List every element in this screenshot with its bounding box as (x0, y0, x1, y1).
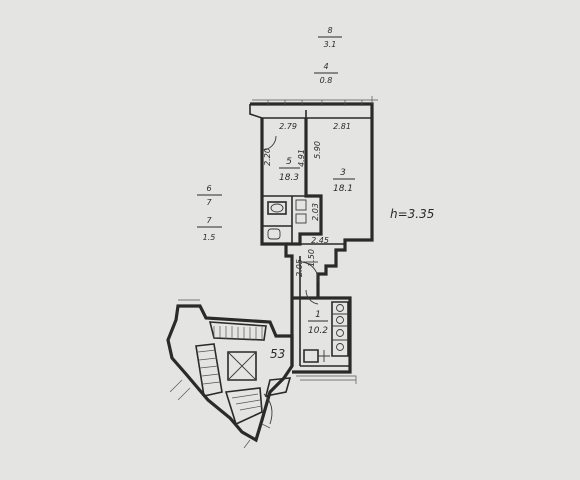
door-swings (261, 135, 319, 305)
svg-text:0.8: 0.8 (320, 76, 333, 85)
ceiling-height: h=3.35 (390, 207, 434, 221)
room-1-label: 1 10.2 (308, 310, 328, 336)
svg-text:5: 5 (286, 157, 292, 167)
svg-text:10.2: 10.2 (308, 326, 328, 336)
svg-text:1: 1 (315, 310, 321, 320)
interior-partitions (262, 110, 372, 246)
kitchen-block (292, 256, 357, 384)
room-5-label: 5 18.3 (279, 157, 300, 183)
svg-text:8: 8 (327, 26, 332, 35)
svg-text:3.1: 3.1 (324, 40, 337, 49)
room-3-label: 3 18.1 (333, 168, 355, 194)
label-7: 7 1.5 (197, 216, 222, 242)
svg-text:2.45: 2.45 (311, 236, 329, 245)
svg-text:6: 6 (206, 184, 211, 193)
svg-text:18.3: 18.3 (279, 173, 299, 183)
svg-text:2.05: 2.05 (295, 259, 304, 277)
svg-text:3: 3 (340, 168, 346, 178)
svg-text:7: 7 (206, 216, 212, 225)
svg-text:18.1: 18.1 (333, 184, 353, 194)
svg-text:2.03: 2.03 (311, 203, 320, 221)
entrance-number: 53 (270, 347, 285, 361)
svg-text:2.20: 2.20 (263, 148, 272, 166)
bathroom-fixtures (267, 199, 307, 240)
svg-text:7: 7 (206, 198, 212, 207)
svg-text:2.79: 2.79 (279, 122, 297, 131)
label-4: 4 0.8 (314, 62, 338, 85)
label-8: 8 3.1 (318, 26, 342, 49)
svg-text:4: 4 (323, 62, 328, 71)
dimension-labels: 2.79 2.81 4.91 5.90 2.20 2.03 2.45 2.05 … (263, 122, 351, 277)
upper-block-walls (249, 96, 378, 366)
stairwell (166, 299, 294, 449)
svg-text:1.5: 1.5 (203, 233, 216, 242)
svg-text:2.81: 2.81 (333, 122, 351, 131)
svg-text:1.50: 1.50 (307, 249, 316, 267)
svg-text:4.91: 4.91 (297, 149, 306, 167)
label-6: 6 7 (197, 184, 222, 207)
svg-text:5.90: 5.90 (313, 141, 322, 159)
